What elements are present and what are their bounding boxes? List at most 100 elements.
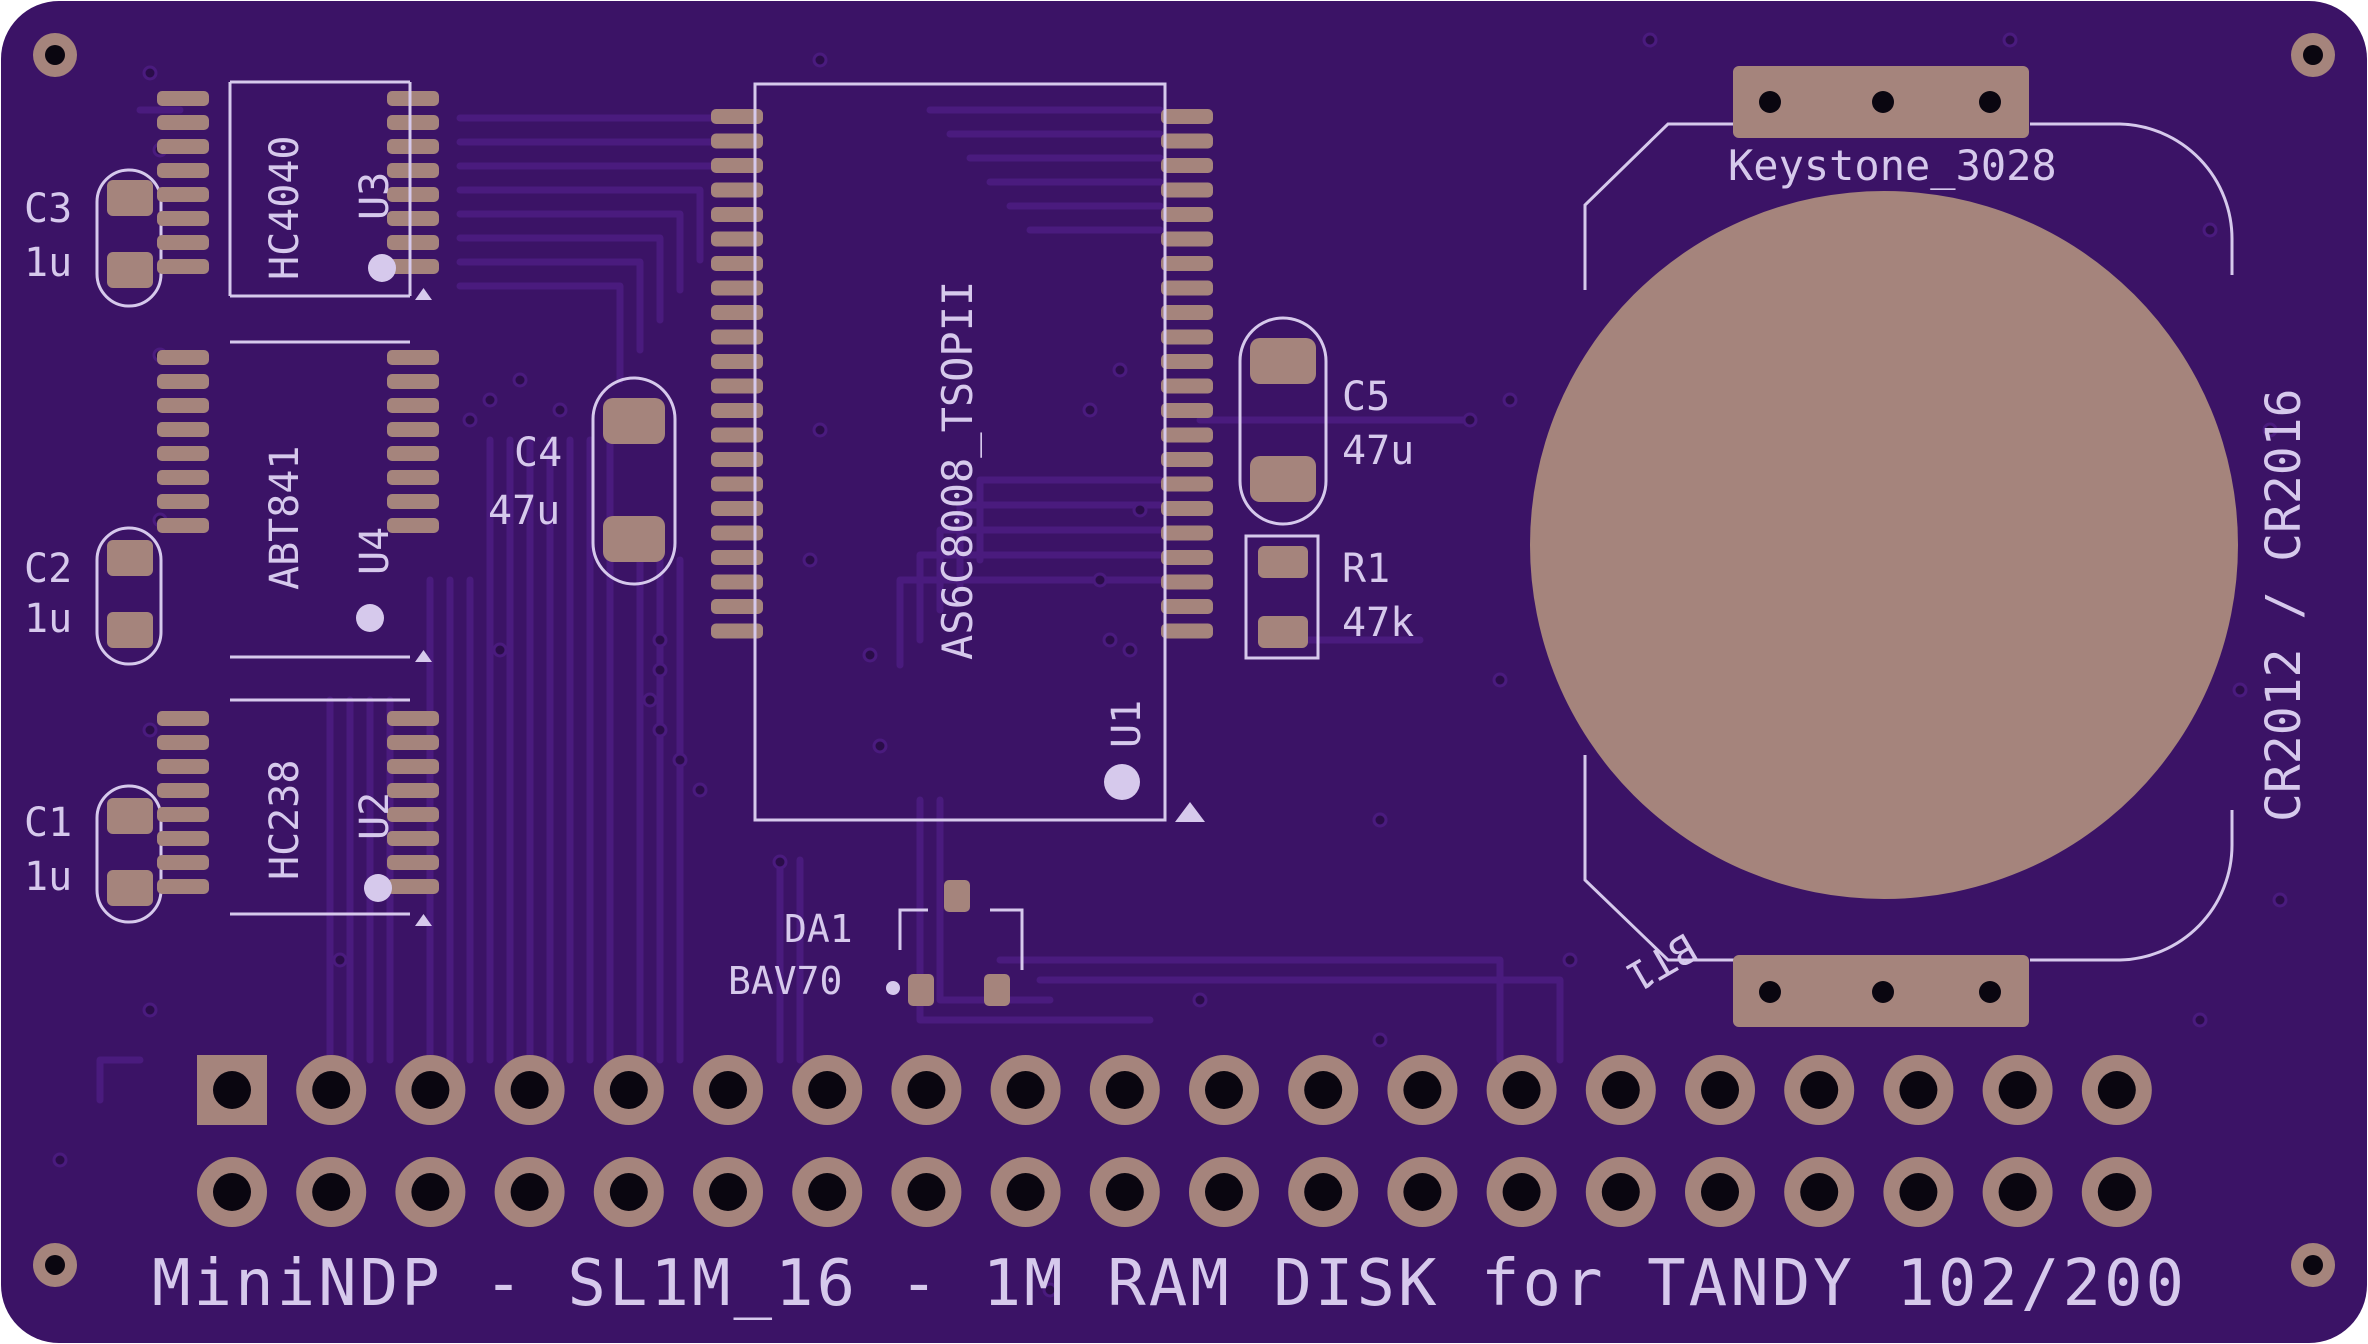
copper-traces bbox=[96, 106, 1564, 1104]
header-pin-hole bbox=[1502, 1173, 1541, 1211]
header-pin-hole bbox=[1899, 1173, 1938, 1211]
header-pin-hole bbox=[1998, 1173, 2037, 1211]
smd-pad bbox=[387, 115, 439, 130]
smd-pad bbox=[387, 783, 439, 798]
header-pin-hole bbox=[1601, 1173, 1640, 1211]
header-pin-hole bbox=[213, 1173, 251, 1211]
smd-pad bbox=[387, 422, 439, 437]
smd-pad bbox=[711, 133, 763, 149]
u2-value: HC238 bbox=[262, 760, 308, 880]
smd-pad bbox=[157, 807, 209, 822]
smd-pad bbox=[157, 422, 209, 437]
smd-pad bbox=[1161, 109, 1213, 124]
header-pin-hole bbox=[510, 1173, 549, 1211]
header-pin-hole bbox=[1006, 1173, 1045, 1211]
header-pin-hole bbox=[1800, 1173, 1839, 1211]
smd-pad bbox=[1161, 305, 1213, 320]
smd-pad bbox=[387, 446, 439, 461]
smd-pad bbox=[1161, 623, 1213, 639]
smd-pad bbox=[387, 831, 439, 846]
u4-value: ABT841 bbox=[262, 446, 308, 591]
smd-pad bbox=[711, 354, 763, 369]
smd-pad bbox=[157, 259, 209, 274]
smd-pad bbox=[387, 374, 439, 389]
u1-ref: U1 bbox=[1104, 700, 1150, 748]
ic-u2: HC238 U2 bbox=[157, 698, 439, 926]
header-pin-hole bbox=[709, 1071, 747, 1109]
smd-pad bbox=[157, 783, 209, 798]
smd-pad bbox=[1161, 207, 1213, 222]
ic-u1: AS6C8008_TSOPII U1 bbox=[711, 82, 1213, 822]
smd-pad bbox=[1161, 133, 1213, 149]
smd-pad bbox=[711, 182, 763, 198]
header-pin-hole bbox=[907, 1071, 946, 1109]
smd-pad bbox=[711, 623, 763, 639]
c4-ref: C4 bbox=[514, 430, 562, 476]
mounting-holes bbox=[33, 33, 2335, 1287]
smd-pad bbox=[711, 550, 763, 565]
u3-pads bbox=[157, 91, 439, 274]
smd-pad bbox=[387, 879, 439, 894]
smd-pad bbox=[387, 807, 439, 822]
header-pin-hole bbox=[1701, 1071, 1739, 1109]
smd-pad bbox=[157, 374, 209, 389]
header-pin-hole bbox=[808, 1173, 847, 1211]
smd-pad bbox=[711, 305, 763, 320]
smd-pad bbox=[387, 735, 439, 750]
coin-cell-pad bbox=[1530, 191, 2238, 899]
battery-holder-bt1: Keystone_3028 BT1 CR2012 / CR2016 bbox=[1530, 66, 2312, 1027]
header-connector bbox=[197, 1055, 2152, 1227]
header-pin-hole bbox=[1304, 1173, 1343, 1211]
header-pin-hole bbox=[1601, 1071, 1640, 1109]
smd-pad bbox=[1161, 403, 1213, 418]
header-pin-hole bbox=[1800, 1071, 1839, 1109]
header-pin-hole bbox=[609, 1071, 648, 1109]
ic-u3: HC4040 U3 bbox=[157, 80, 439, 300]
capacitor-c4: C4 47u bbox=[488, 376, 677, 586]
c3-ref: C3 bbox=[24, 186, 72, 232]
header-pin-hole bbox=[808, 1071, 847, 1109]
smd-pad bbox=[387, 759, 439, 774]
u1-pads bbox=[711, 109, 1213, 639]
smd-pad bbox=[1161, 501, 1213, 516]
smd-pad bbox=[1161, 354, 1213, 369]
board-title: MiniNDP - SL1M_16 - 1M RAM DISK for TAND… bbox=[152, 1247, 2187, 1321]
header-pin-hole bbox=[1502, 1071, 1541, 1109]
smd-pad bbox=[711, 476, 763, 492]
header-pin-hole bbox=[1403, 1173, 1442, 1211]
smd-pad bbox=[157, 711, 209, 726]
da1-ref: DA1 bbox=[784, 907, 853, 951]
header-pin-hole bbox=[213, 1071, 251, 1109]
smd-pad bbox=[157, 494, 209, 509]
header-pin-hole bbox=[1899, 1071, 1938, 1109]
smd-pad bbox=[1161, 256, 1213, 271]
smd-pad bbox=[1161, 378, 1213, 394]
header-pin-hole bbox=[411, 1173, 450, 1211]
smd-pad bbox=[387, 235, 439, 250]
smd-pad bbox=[711, 427, 763, 443]
capacitor-c2: C2 1u bbox=[24, 526, 163, 666]
smd-pad bbox=[711, 452, 763, 467]
smd-pad bbox=[1161, 231, 1213, 247]
smd-pad bbox=[1161, 329, 1213, 345]
smd-pad bbox=[1161, 599, 1213, 614]
smd-pad bbox=[387, 470, 439, 485]
smd-pad bbox=[711, 403, 763, 418]
smd-pad bbox=[157, 446, 209, 461]
bt1-battery: CR2012 / CR2016 bbox=[2256, 389, 2312, 822]
smd-pad bbox=[387, 711, 439, 726]
smd-pad bbox=[1161, 525, 1213, 541]
smd-pad bbox=[157, 518, 209, 533]
vias bbox=[52, 32, 2288, 1298]
header-pin-hole bbox=[1105, 1071, 1144, 1109]
c3-value: 1u bbox=[24, 240, 72, 286]
c1-value: 1u bbox=[24, 854, 72, 900]
smd-pad bbox=[1161, 280, 1213, 296]
smd-pad bbox=[1161, 452, 1213, 467]
ic-u4: ABT841 U4 bbox=[157, 340, 439, 662]
header-pin-hole bbox=[1205, 1071, 1243, 1109]
header-pin-hole bbox=[907, 1173, 946, 1211]
capacitor-c5: C5 47u bbox=[1238, 316, 1414, 526]
header-pin-hole bbox=[312, 1071, 351, 1109]
smd-pad bbox=[1161, 158, 1213, 173]
